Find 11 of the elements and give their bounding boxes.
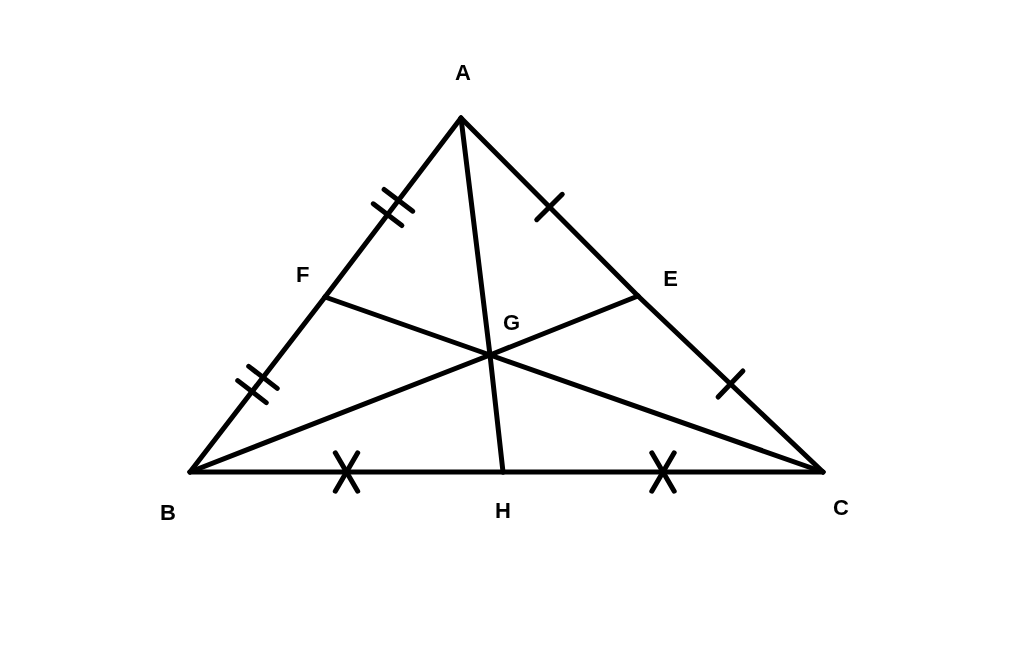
point-label: B bbox=[160, 472, 190, 524]
line-segment bbox=[635, 293, 826, 475]
line-segment bbox=[187, 469, 506, 475]
line-segment bbox=[187, 294, 328, 475]
point-label: F bbox=[296, 264, 325, 297]
point-label: H bbox=[490, 472, 516, 522]
line-segment bbox=[500, 469, 826, 475]
point-label: E bbox=[638, 268, 678, 296]
point-label: G bbox=[490, 312, 520, 355]
point-label: C bbox=[823, 472, 849, 519]
point-label: A bbox=[450, 62, 476, 118]
